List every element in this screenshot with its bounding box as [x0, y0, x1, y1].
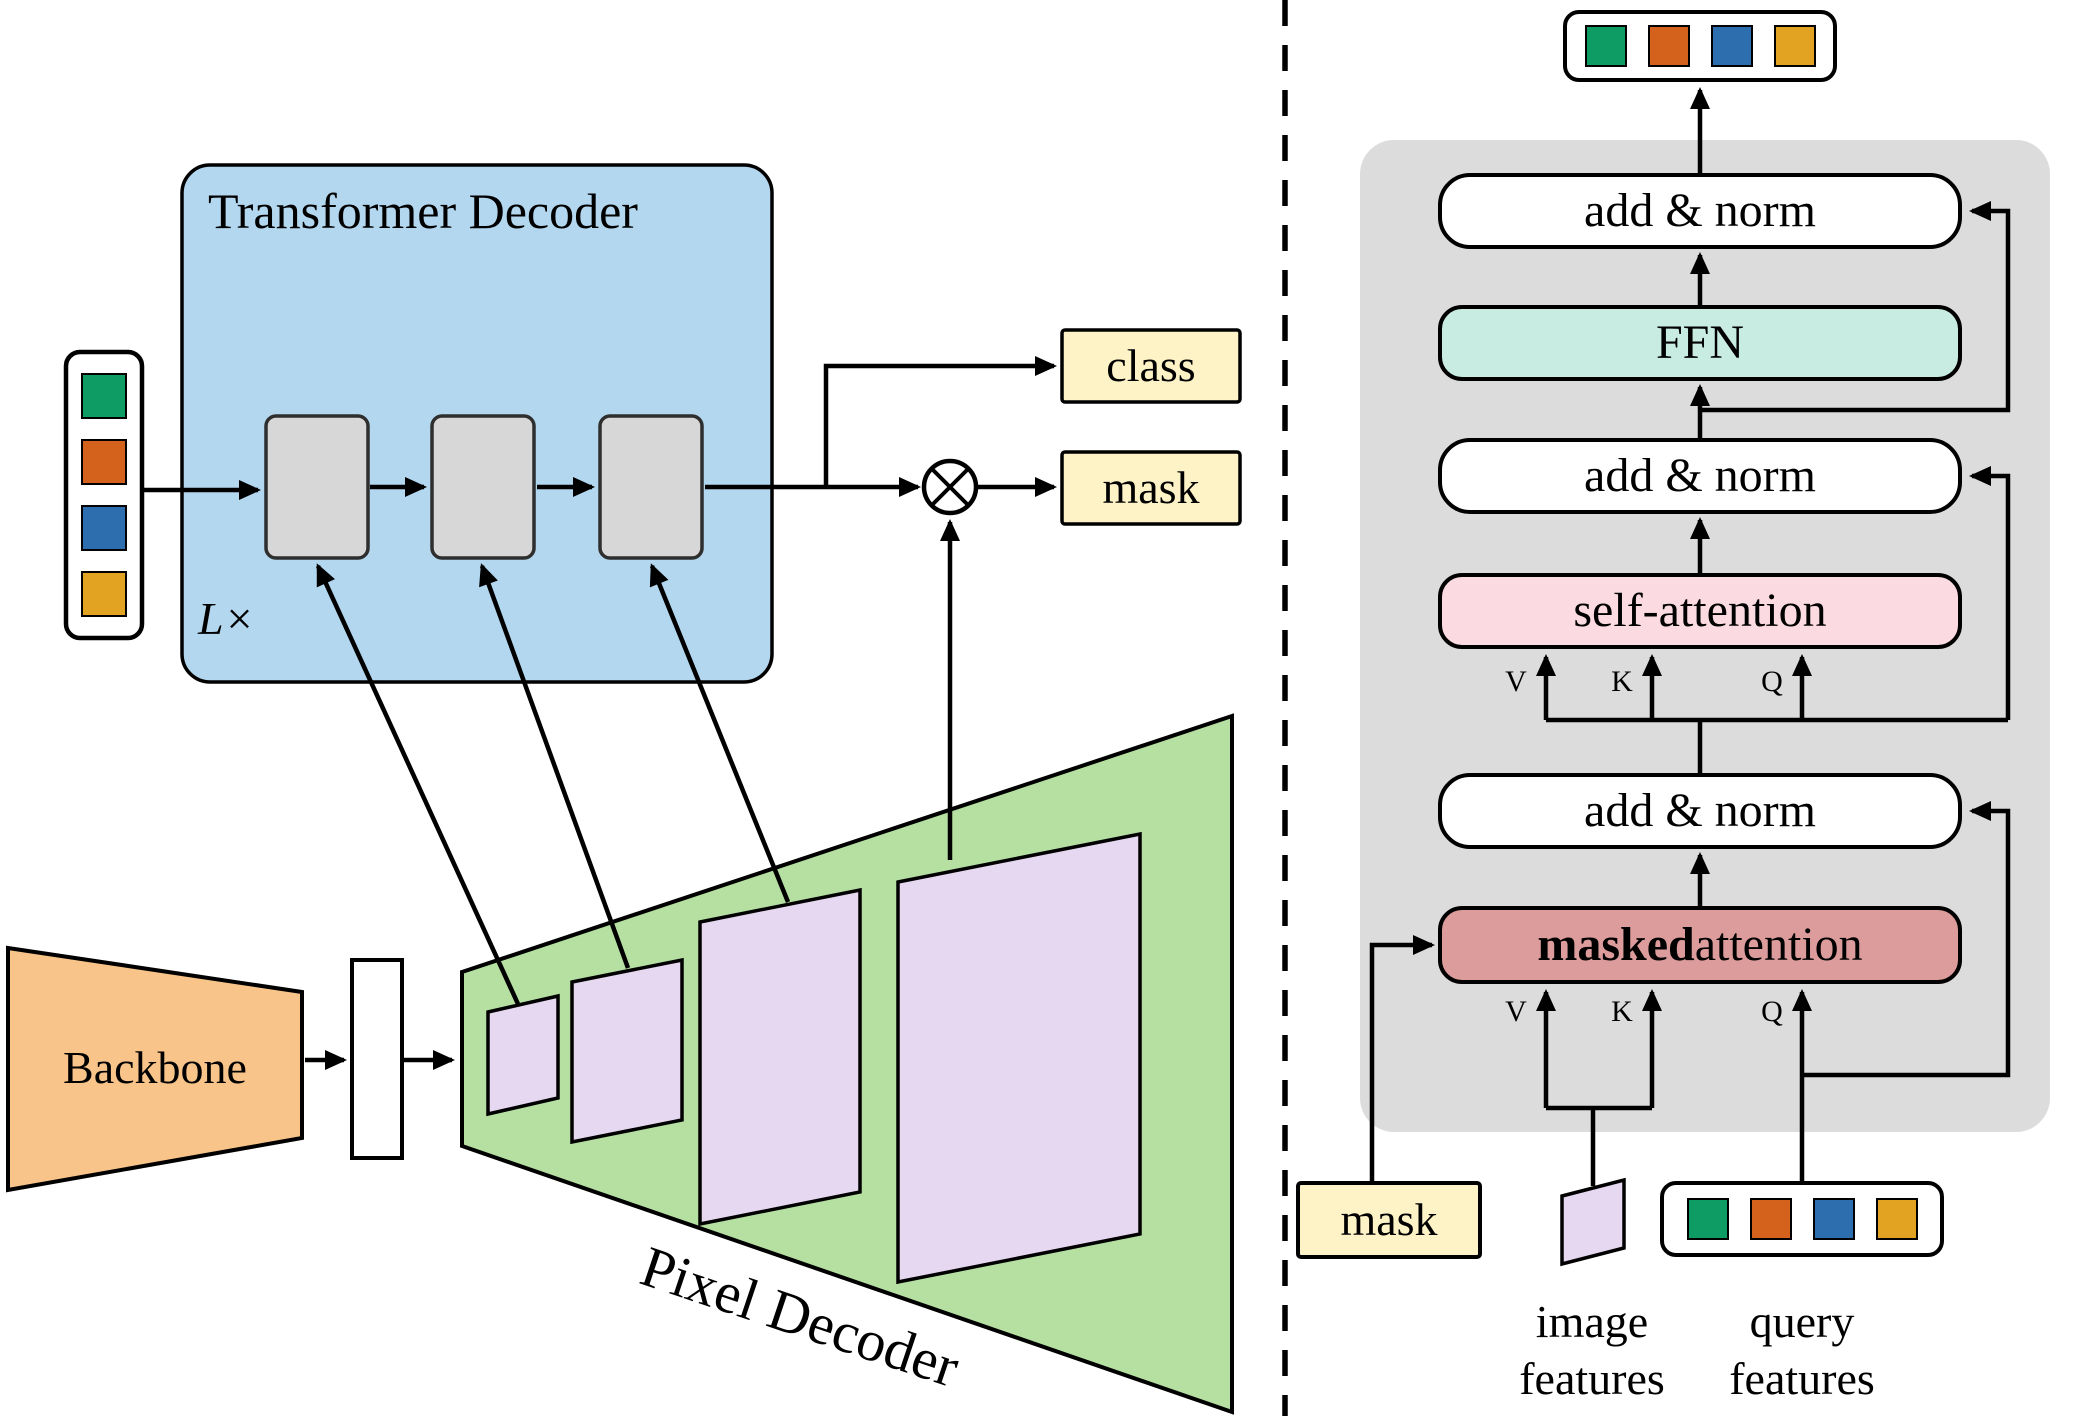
mask-input-box	[1296, 1181, 1482, 1259]
selfattn-k-label: K	[1611, 665, 1633, 698]
add-norm-mid-label: add & norm	[1584, 449, 1816, 503]
add-norm-bottom-label: add & norm	[1584, 784, 1816, 838]
decoder-layer-2	[430, 414, 536, 560]
backbone-shape	[6, 945, 304, 1193]
add-norm-mid-box	[1438, 438, 1962, 514]
query-feature-token-green-icon	[1687, 1198, 1729, 1240]
selfattn-q-label: Q	[1761, 665, 1783, 698]
query-token-amber-icon	[81, 571, 127, 617]
output-tokens-box	[1563, 10, 1837, 82]
masked-attention-label-rest: attention	[1694, 918, 1863, 972]
mask-output-label: mask	[1102, 462, 1200, 514]
feature-map-4	[896, 831, 1142, 1285]
masked-attention-label: masked attention	[1440, 908, 1960, 982]
masked-attention-box	[1438, 906, 1962, 984]
arrow-feature3-to-layer3	[649, 563, 791, 903]
selfattn-v-label: V	[1505, 665, 1527, 698]
mask-output-box	[1060, 450, 1242, 526]
query-token-green-icon	[81, 373, 127, 419]
add-norm-top-label: add & norm	[1584, 184, 1816, 238]
image-features-shape	[1560, 1177, 1626, 1267]
class-output-label: class	[1106, 340, 1196, 392]
self-attention-label: self-attention	[1573, 584, 1827, 638]
maskedattn-q-label: Q	[1761, 995, 1783, 1028]
self-attention-box	[1438, 573, 1962, 649]
residual-to-addnorm-mid	[1969, 466, 2011, 720]
loop-count-label: L×	[198, 593, 255, 644]
backbone-label: Backbone	[63, 1042, 247, 1094]
maskedattn-k-label: K	[1611, 995, 1633, 1028]
arrow-feature1-to-layer1	[315, 563, 521, 1005]
decoder-layer-1	[264, 414, 370, 560]
output-token-orange-icon	[1648, 25, 1690, 67]
residual-to-addnorm-bottom	[1802, 801, 2011, 1078]
add-norm-top-box	[1438, 173, 1962, 249]
masked-attention-label-bold: masked	[1537, 918, 1695, 972]
image-features-label: image features	[1519, 1295, 1665, 1405]
query-feature-token-orange-icon	[1750, 1198, 1792, 1240]
arrow-decoder-to-class	[823, 356, 1057, 487]
mask-input-label: mask	[1340, 1194, 1438, 1246]
query-feature-token-blue-icon	[1813, 1198, 1855, 1240]
output-token-blue-icon	[1711, 25, 1753, 67]
query-features-box	[1660, 1181, 1944, 1257]
decoder-layer-3	[598, 414, 704, 560]
multiply-icon	[921, 458, 979, 516]
feature-map-1	[486, 993, 560, 1117]
transformer-decoder-title: Transformer Decoder	[208, 183, 638, 239]
projection-box	[350, 958, 404, 1160]
maskedattn-v-label: V	[1505, 995, 1527, 1028]
output-token-green-icon	[1585, 25, 1627, 67]
arrow-feature2-to-layer2	[479, 563, 631, 969]
ffn-label: FFN	[1655, 316, 1745, 370]
feature-map-2	[570, 957, 684, 1145]
residual-to-addnorm-top	[1700, 201, 2011, 413]
query-tokens-box	[63, 349, 145, 641]
ffn-box	[1438, 305, 1962, 381]
query-token-orange-icon	[81, 439, 127, 485]
query-features-label: query features	[1729, 1295, 1875, 1405]
feature-map-3	[698, 887, 862, 1227]
query-token-blue-icon	[81, 505, 127, 551]
class-output-box	[1060, 328, 1242, 404]
query-feature-token-amber-icon	[1876, 1198, 1918, 1240]
arrow-mask-to-maskedattn	[1369, 935, 1435, 1181]
output-token-amber-icon	[1774, 25, 1816, 67]
